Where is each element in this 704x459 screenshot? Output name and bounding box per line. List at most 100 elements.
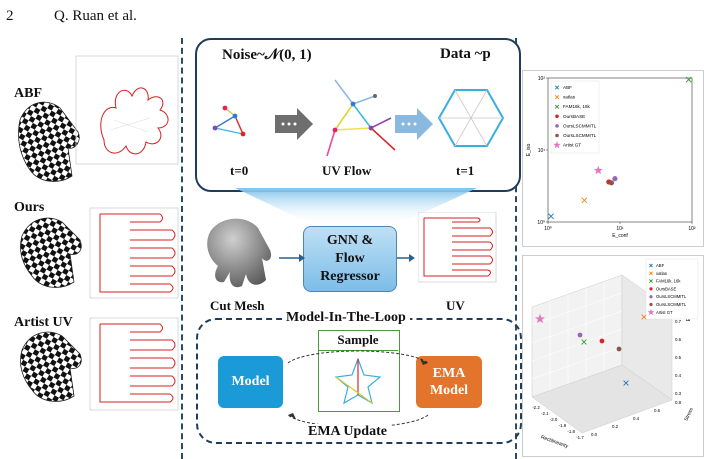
x-tick-label: 10⁰ <box>544 226 552 232</box>
y-tick-label: 0.6 <box>654 408 661 413</box>
y-axis-label: E_iso <box>526 144 532 157</box>
arrow-right-icon <box>395 108 433 140</box>
legend-marker <box>554 94 560 100</box>
legend-entry: FAM16k, 16k <box>656 279 681 284</box>
legend-entry: Artist GT <box>656 310 673 315</box>
regressor-line-1: GNN & <box>326 233 374 248</box>
x-axis-label: Rectilinearity <box>540 434 569 450</box>
checker-hand-artist <box>20 331 82 402</box>
legend-marker <box>555 133 559 138</box>
noise-label: Noise~𝒩(0, 1) <box>222 47 312 63</box>
uv-output-image <box>418 212 497 283</box>
legend-entry: ABF <box>656 263 665 268</box>
legend-entry: xatlas <box>656 271 667 276</box>
z-tick-label: 0.7 <box>675 319 682 324</box>
z-tick-label: 0.6 <box>675 337 682 342</box>
x-tick-label: -1.7 <box>576 435 584 440</box>
y-tick-label: 10² <box>538 76 546 82</box>
artist-uv-shape <box>99 323 176 403</box>
data-point <box>577 332 583 338</box>
gnn-flow-regressor-box: GNN & Flow Regressor <box>303 226 397 292</box>
scatter-2d-svg: 10⁰10⁰10¹10¹10²10²E_confE_isoABFxatlasFA… <box>526 76 696 239</box>
loop-arrows <box>287 350 429 428</box>
x-tick-label: -2.1 <box>541 411 549 416</box>
legend-entry: OursLSCMMITL <box>656 294 687 299</box>
legend-entry: xatlas <box>563 95 576 100</box>
t0-label: t=0 <box>230 163 249 178</box>
x-tick-label: 10¹ <box>616 226 624 232</box>
abf-uv-shape <box>100 87 169 155</box>
y-tick-label: 0.4 <box>633 416 640 421</box>
y-tick-label: 0.8 <box>675 400 682 405</box>
legend-marker <box>647 308 655 316</box>
legend-marker <box>649 287 653 291</box>
legend-entry: ABF <box>563 85 572 90</box>
model-box: Model <box>218 356 283 408</box>
data-label: Data ~p <box>440 46 491 62</box>
legend-marker <box>649 263 653 268</box>
legend-marker <box>649 271 653 276</box>
ema-line-1: EMA <box>432 366 466 381</box>
checker-hand-ours <box>20 217 82 288</box>
cut-mesh-image <box>207 218 272 288</box>
legend-marker <box>555 124 559 128</box>
z-tick-label: 0.5 <box>675 355 682 360</box>
regressor-line-3: Regressor <box>320 269 380 284</box>
sample-box <box>318 330 400 412</box>
x-tick-label: -2.0 <box>550 417 558 422</box>
uv-label: UV <box>446 298 465 313</box>
data-point <box>581 339 587 345</box>
ema-update-label: EMA Update <box>304 424 391 440</box>
z-tick-label: 0.4 <box>675 373 682 378</box>
uv-flow-label: UV Flow <box>322 163 372 178</box>
flow-panel <box>195 38 521 192</box>
data-point <box>612 176 618 182</box>
x-tick-label: -1.9 <box>559 423 567 428</box>
data-point <box>548 213 554 220</box>
legend-entry: OursLSCMMITL <box>656 302 687 307</box>
flow-graphics <box>212 79 505 157</box>
y-tick-label: 0.2 <box>612 424 619 429</box>
mitl-title: Model-In-The-Loop <box>282 310 410 326</box>
legend-entry: OursBASE <box>563 114 585 119</box>
left-column-figures <box>18 55 179 411</box>
data-point <box>616 346 622 352</box>
label-abf: ABF <box>14 86 42 101</box>
arrow-right-icon <box>275 108 313 140</box>
legend-entry: FAM16k, 16k <box>563 104 591 109</box>
x-tick-label: 10² <box>688 226 696 232</box>
data-point <box>685 76 692 83</box>
legend-entry: OursBASE <box>656 286 676 291</box>
y-tick-label: 10⁰ <box>537 220 545 226</box>
running-authors: Q. Ruan et al. <box>54 8 137 24</box>
y-axis-label: Stress <box>683 406 695 422</box>
ema-model-box: EMA Model <box>416 356 482 408</box>
data-point <box>535 313 545 324</box>
label-artist-uv: Artist UV <box>14 315 73 330</box>
legend-entry: OursLSCMMITL <box>563 123 597 128</box>
data-point <box>593 165 603 175</box>
sample-label: Sample <box>318 330 398 351</box>
legend-marker <box>649 279 653 284</box>
divider-left <box>181 38 183 459</box>
t1-label: t=1 <box>456 163 475 178</box>
regressor-arrows <box>279 254 415 262</box>
legend-marker <box>553 141 561 149</box>
z-tick-label: 0.3 <box>675 391 682 396</box>
legend-entry: Artist GT <box>563 143 581 148</box>
regressor-line-2: Flow <box>335 251 365 266</box>
pane-floor <box>531 364 673 434</box>
page-number: 2 <box>6 8 14 24</box>
noise-graph <box>212 105 246 137</box>
sample-star-graph <box>334 357 382 405</box>
spotlight-beam <box>235 188 477 226</box>
data-point <box>641 314 647 320</box>
x-tick-label: -2.2 <box>532 405 540 410</box>
data-point <box>599 338 605 344</box>
ema-line-2: Model <box>429 383 469 398</box>
data-point <box>623 380 629 386</box>
ours-uv-shape <box>99 213 176 293</box>
